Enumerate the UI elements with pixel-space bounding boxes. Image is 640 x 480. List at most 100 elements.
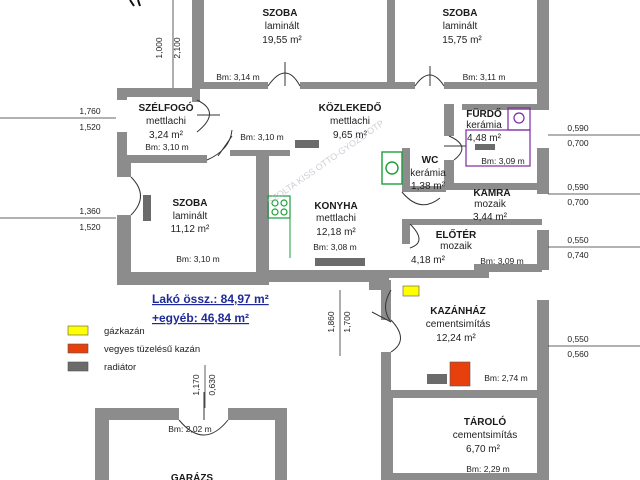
room-garazs: Bm: 2,02 m GARÁZS bbox=[168, 424, 213, 480]
dim-furdo-lower: 0,700 bbox=[567, 138, 589, 148]
doors bbox=[130, 62, 466, 436]
room-szoba-1: SZOBA laminált 19,55 m² Bm: 3,14 m bbox=[216, 8, 302, 82]
dimension-lines bbox=[0, 0, 640, 408]
room-height: Bm: 3,10 m bbox=[145, 142, 188, 152]
legend-swatch-wood bbox=[67, 343, 89, 354]
room-kamra: KAMRA mozaik 3,44 m² bbox=[473, 188, 511, 223]
room-wc: WC kerámia 1,38 m² bbox=[410, 155, 446, 192]
room-konyha: KONYHA mettlachi 12,18 m² Bm: 3,08 m bbox=[313, 201, 357, 252]
room-area: 19,55 m² bbox=[262, 35, 302, 46]
legend-label-gas: gázkazán bbox=[104, 326, 145, 337]
dim-konyha-right: 1,700 bbox=[342, 311, 352, 333]
room-height: Bm: 3,11 m bbox=[463, 72, 506, 82]
room-height: Bm: 3,08 m bbox=[313, 242, 356, 252]
room-height: Bm: 3,10 m bbox=[240, 132, 283, 142]
room-height: Bm: 3,09 m bbox=[480, 256, 523, 266]
dim-kazan-lower: 0,560 bbox=[567, 349, 589, 359]
room-material: cementsimítás bbox=[453, 430, 517, 441]
compass-icon bbox=[129, 0, 141, 7]
room-eloter: ELŐTÉR mozaik 4,18 m² Bm: 3,09 m bbox=[411, 228, 524, 266]
room-material: cementsimítás bbox=[426, 319, 490, 330]
legend-label-wood: vegyes tüzelésű kazán bbox=[104, 344, 200, 355]
room-height: Bm: 2,29 m bbox=[466, 464, 509, 474]
dimension-labels: 1,000 2,100 1,760 1,520 1,360 1,520 1,86… bbox=[79, 37, 589, 396]
stove-icon bbox=[267, 195, 291, 219]
room-area: 4,48 m² bbox=[467, 133, 502, 144]
room-kozlekedo: KÖZLEKEDŐ mettlachi 9,65 m² Bm: 3,10 m bbox=[240, 101, 381, 142]
legend-swatch-gas bbox=[67, 325, 89, 336]
room-name: KAMRA bbox=[473, 188, 510, 199]
room-height: Bm: 3,09 m bbox=[481, 156, 524, 166]
room-material: mettlachi bbox=[316, 213, 356, 224]
room-area: 3,44 m² bbox=[473, 212, 508, 223]
dim-szoba3-lower: 1,520 bbox=[79, 222, 101, 232]
room-name: SZOBA bbox=[173, 198, 208, 209]
fixtures bbox=[465, 107, 531, 167]
dim-eloter-lower: 0,740 bbox=[567, 250, 589, 260]
dim-furdo-upper: 0,590 bbox=[567, 123, 589, 133]
room-area: 15,75 m² bbox=[442, 35, 482, 46]
summary-living-area: Lakó össz.: 84,97 m² bbox=[152, 292, 269, 306]
dim-eloter-upper: 0,550 bbox=[567, 235, 589, 245]
room-area: 3,24 m² bbox=[149, 130, 184, 141]
radiators bbox=[143, 140, 495, 384]
legend-label-radiator: radiátor bbox=[104, 362, 136, 373]
room-kazanhaz: KAZÁNHÁZ cementsimítás 12,24 m² Bm: 2,74… bbox=[426, 304, 528, 383]
walls bbox=[95, 0, 549, 480]
room-area: 1,38 m² bbox=[411, 181, 446, 192]
room-height: Bm: 2,74 m bbox=[484, 373, 527, 383]
room-height: Bm: 3,10 m bbox=[176, 254, 219, 264]
room-material: kerámia bbox=[410, 168, 446, 179]
gas-boiler-marker bbox=[402, 285, 420, 297]
room-area: 12,18 m² bbox=[316, 227, 356, 238]
room-area: 9,65 m² bbox=[333, 130, 368, 141]
dim-garazs-right: 0,630 bbox=[207, 374, 217, 396]
room-name: ELŐTÉR bbox=[436, 228, 477, 241]
dim-kamra-lower: 0,700 bbox=[567, 197, 589, 207]
room-name: KONYHA bbox=[314, 201, 357, 212]
room-name: TÁROLÓ bbox=[464, 415, 506, 428]
room-tarolo: TÁROLÓ cementsimítás 6,70 m² Bm: 2,29 m bbox=[453, 415, 517, 474]
wood-boiler-marker bbox=[449, 361, 471, 387]
room-height: Bm: 2,02 m bbox=[168, 424, 211, 434]
room-material: laminált bbox=[173, 211, 208, 222]
room-name: KAZÁNHÁZ bbox=[430, 304, 486, 317]
dim-kamra-upper: 0,590 bbox=[567, 182, 589, 192]
legend: gázkazán vegyes tüzelésű kazán radiátor bbox=[67, 325, 200, 373]
dim-konyha-left: 1,860 bbox=[326, 311, 336, 333]
room-material: mozaik bbox=[474, 199, 507, 210]
room-area: 11,12 m² bbox=[171, 224, 210, 235]
room-name: WC bbox=[422, 155, 439, 166]
room-material: mettlachi bbox=[146, 116, 186, 127]
room-szelfogo: SZÉLFOGÓ mettlachi 3,24 m² Bm: 3,10 m bbox=[139, 101, 194, 152]
wc-fixture bbox=[381, 151, 403, 185]
room-material: laminált bbox=[265, 21, 300, 32]
dim-szoba3-upper: 1,360 bbox=[79, 206, 101, 216]
room-name: FÜRDŐ bbox=[466, 107, 502, 120]
room-area: 4,18 m² bbox=[411, 255, 446, 266]
dim-szelfogo-upper: 1,760 bbox=[79, 106, 101, 116]
legend-swatch-radiator bbox=[67, 361, 89, 372]
room-name: GARÁZS bbox=[171, 471, 214, 480]
room-name: SZOBA bbox=[443, 8, 478, 19]
room-name: KÖZLEKEDŐ bbox=[319, 101, 382, 114]
dim-top-lower: 2,100 bbox=[172, 37, 182, 59]
room-szoba-3: SZOBA laminált 11,12 m² Bm: 3,10 m bbox=[171, 198, 220, 264]
room-material: kerámia bbox=[466, 120, 502, 131]
dim-top-upper: 1,000 bbox=[154, 37, 164, 59]
dim-garazs-left: 1,170 bbox=[191, 374, 201, 396]
room-material: laminált bbox=[443, 21, 478, 32]
dim-kazan-upper: 0,550 bbox=[567, 334, 589, 344]
room-name: SZOBA bbox=[263, 8, 298, 19]
room-material: mettlachi bbox=[330, 116, 370, 127]
room-area: 6,70 m² bbox=[466, 444, 501, 455]
summary-other-area: +egyéb: 46,84 m² bbox=[152, 311, 249, 325]
room-name: SZÉLFOGÓ bbox=[139, 101, 194, 114]
room-furdo: FÜRDŐ kerámia 4,48 m² Bm: 3,09 m bbox=[466, 107, 525, 166]
room-area: 12,24 m² bbox=[436, 333, 476, 344]
dim-szelfogo-lower: 1,520 bbox=[79, 122, 101, 132]
room-szoba-2: SZOBA laminált 15,75 m² Bm: 3,11 m bbox=[442, 8, 505, 82]
room-material: mozaik bbox=[440, 241, 473, 252]
room-height: Bm: 3,14 m bbox=[216, 72, 259, 82]
